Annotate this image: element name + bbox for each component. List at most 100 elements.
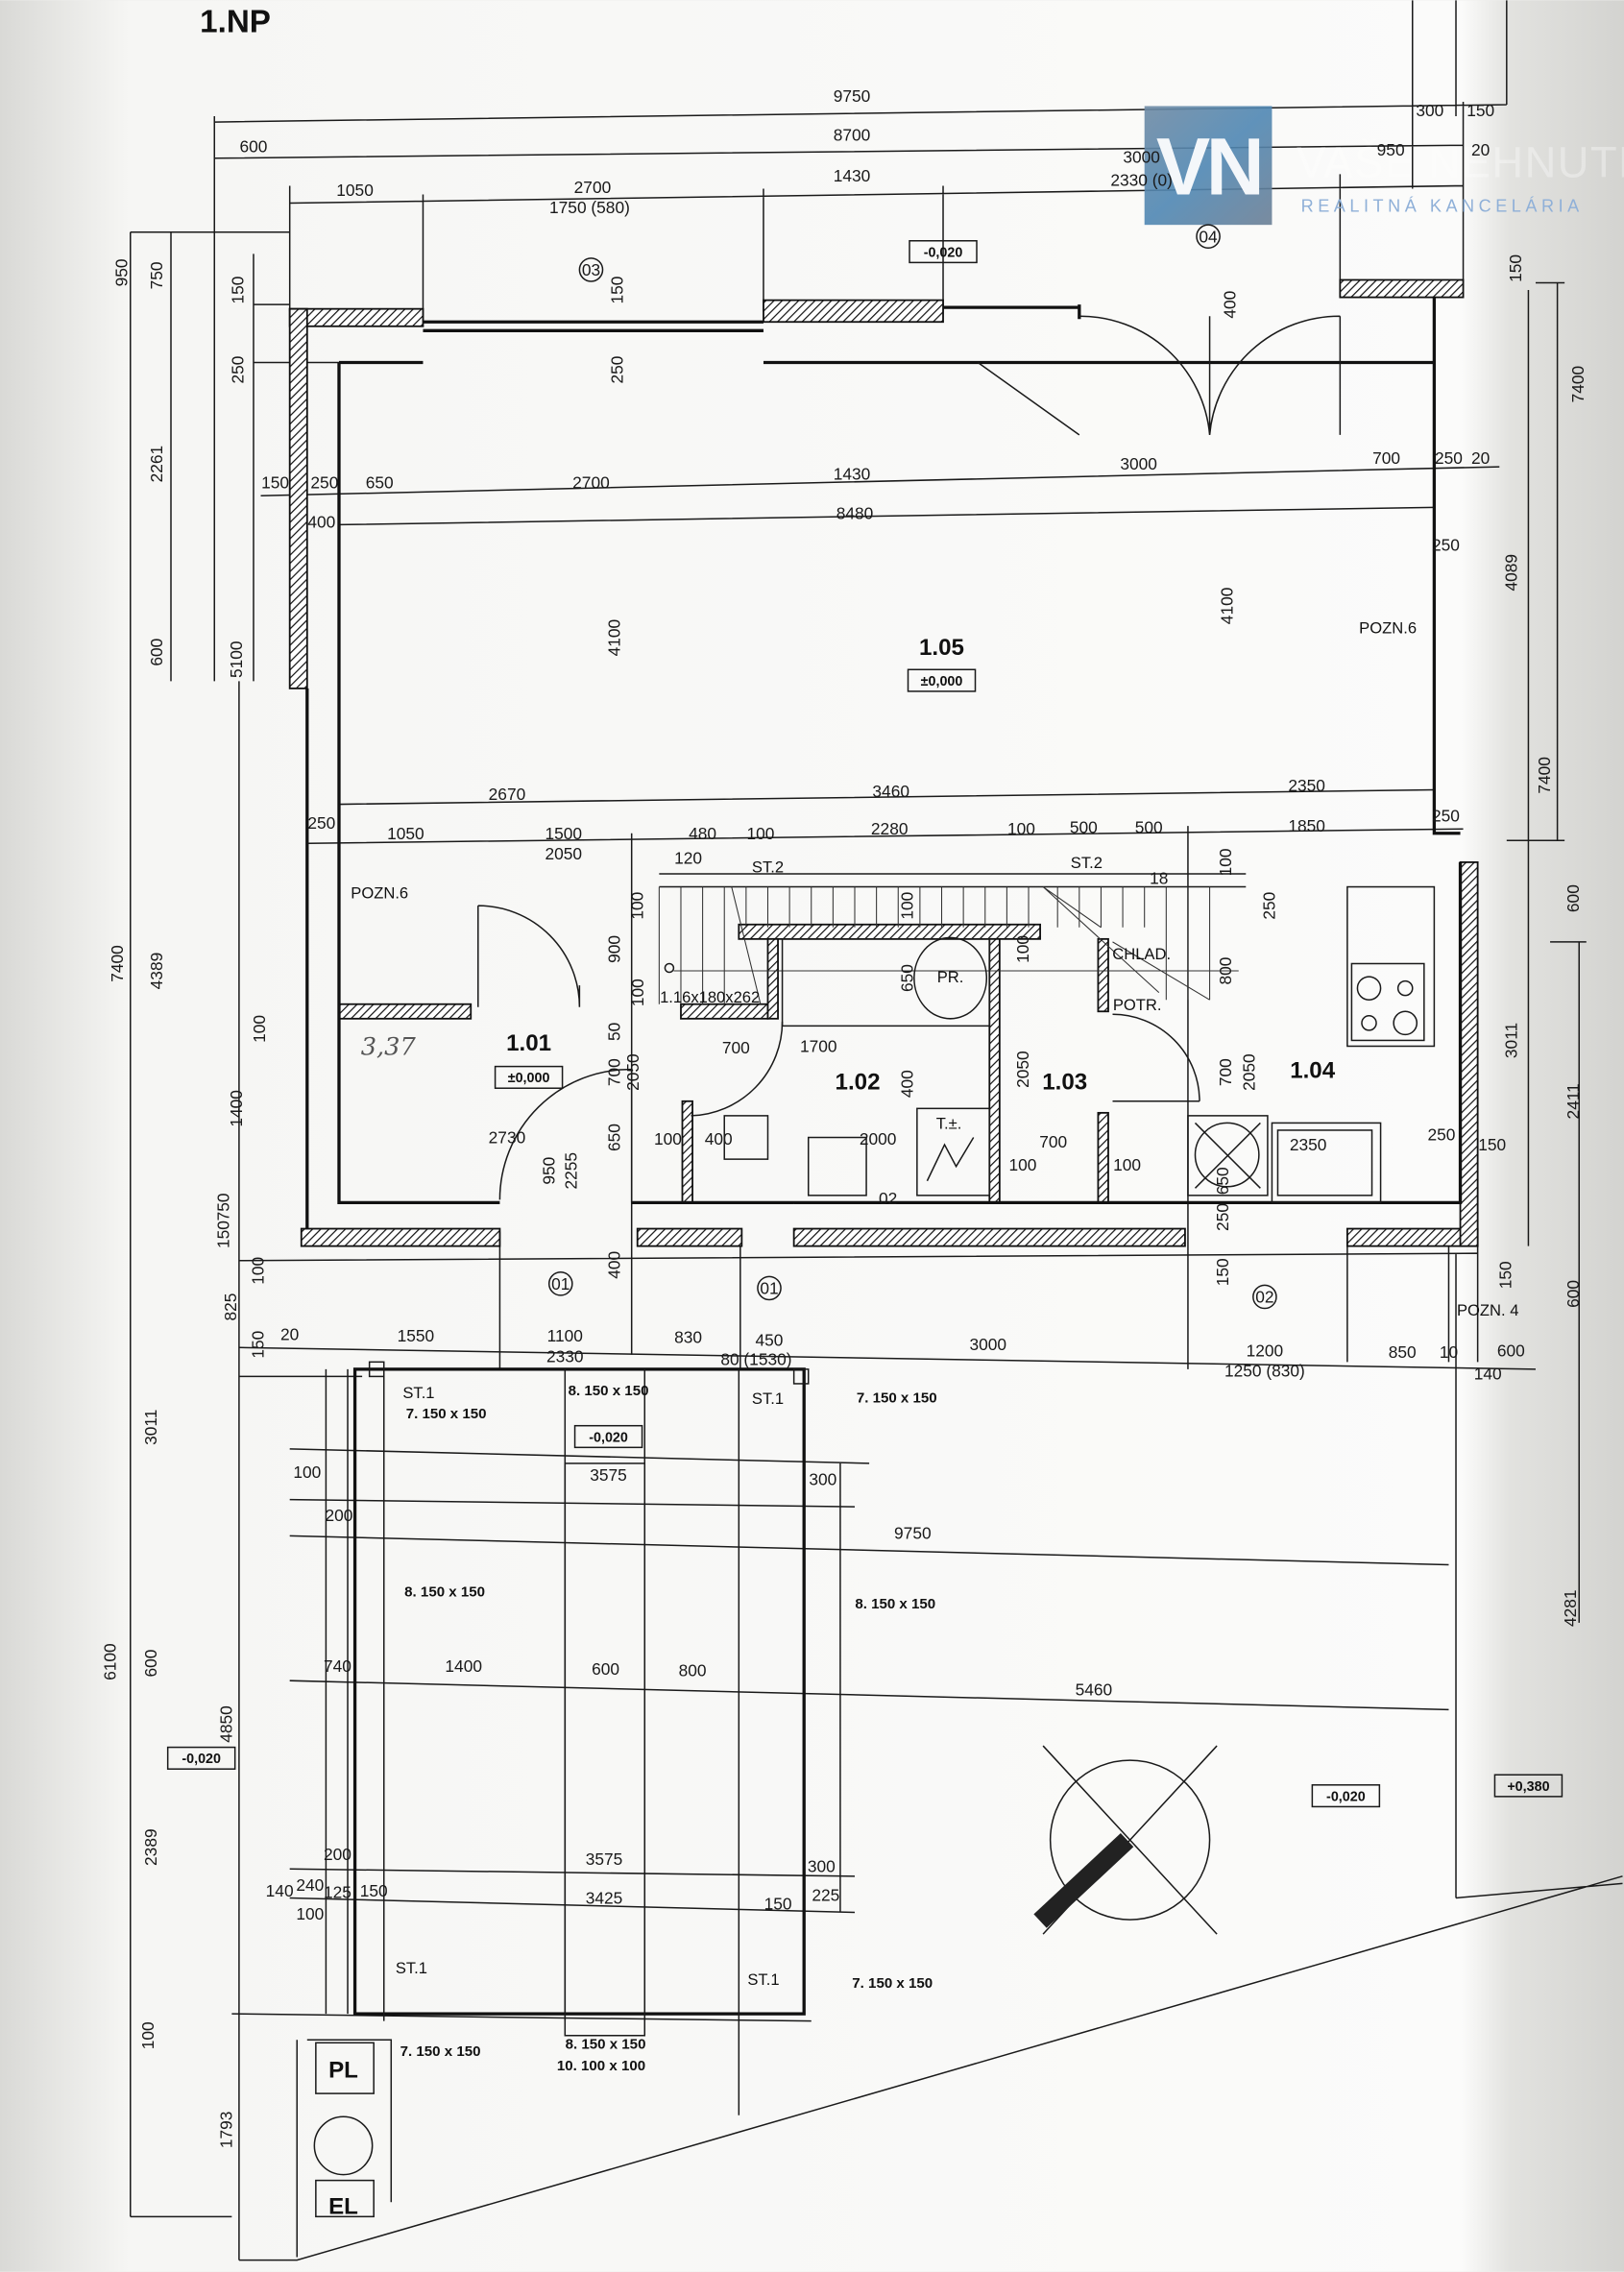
- dimension-label: 100: [1216, 848, 1235, 876]
- wall-wc-left: [988, 937, 1001, 1204]
- annotation: ST.1: [747, 1970, 779, 1989]
- dimension-label: 240: [296, 1875, 324, 1895]
- dimension-label: 2050: [545, 844, 583, 863]
- dimension-lines: [130, 0, 1587, 2260]
- level-box: [573, 1424, 643, 1449]
- dimension-label: 300: [808, 1856, 836, 1875]
- north-arrow-icon: [1033, 1745, 1218, 1935]
- dimension-label: 8480: [836, 503, 874, 522]
- dimension-label: 650: [897, 964, 916, 992]
- dimension-label: 1750 (580): [549, 198, 630, 217]
- wall-bath-lower: [681, 1100, 693, 1204]
- dimension-label: 1700: [800, 1037, 837, 1056]
- dimension-label: 150: [360, 1881, 388, 1900]
- dimension-label: 600: [1563, 1280, 1583, 1308]
- room-number: 1.03: [1042, 1070, 1087, 1096]
- dimension-label: 250: [1259, 892, 1278, 920]
- dimension-label: 950: [112, 258, 132, 286]
- annotation: 10. 100 x 100: [557, 2058, 645, 2074]
- dimension-label: 400: [897, 1070, 916, 1098]
- dimension-label: 100: [1007, 819, 1035, 838]
- annotation: 02: [879, 1189, 897, 1208]
- dimension-label: 250: [1432, 536, 1460, 555]
- annotation: 7. 150 x 150: [400, 2043, 481, 2060]
- dimension-label: 225: [812, 1885, 839, 1904]
- dimension-label: 1430: [834, 166, 871, 185]
- dimension-label: 250: [228, 356, 247, 384]
- agency-logo: VN VAŠE NEHNUTEĽNOSTI REALITNÁ KANCELÁRI…: [1144, 106, 1624, 226]
- wall-bottom-2: [636, 1227, 743, 1247]
- grid-marker: 01: [760, 1278, 778, 1297]
- annotation: 7. 150 x 150: [857, 1390, 937, 1407]
- dimension-label: 100: [293, 1462, 321, 1482]
- level-box: [1493, 1774, 1563, 1798]
- dimension-label: 20: [1471, 448, 1490, 468]
- dimension-label: 950: [1377, 140, 1405, 159]
- dimension-label: 650: [605, 1124, 624, 1151]
- dimension-label: 1050: [387, 824, 424, 843]
- dimension-label: 150: [261, 473, 289, 493]
- grid-marker-circle: [757, 1275, 782, 1301]
- annotation: POZN.6: [351, 884, 408, 903]
- annotation: ST.1: [396, 1959, 427, 1977]
- annotation: EL: [328, 2193, 358, 2219]
- dimension-label: 4100: [1218, 588, 1237, 625]
- dimension-label: 150: [1506, 254, 1525, 282]
- dimension-label: 300: [1416, 101, 1443, 120]
- dimension-label: 3000: [1120, 454, 1157, 473]
- dimension-label: 850: [1389, 1342, 1417, 1362]
- dimension-label: 1793: [216, 2112, 235, 2149]
- room-level: ±0,000: [921, 674, 963, 689]
- annotation: ST.1: [752, 1390, 784, 1408]
- dimension-label: 1050: [336, 181, 374, 200]
- dimension-label: 400: [1221, 291, 1240, 319]
- dimension-label: 100: [897, 892, 916, 920]
- dimension-label: 150: [608, 277, 627, 304]
- dimension-label: 450: [756, 1331, 784, 1350]
- dimension-label: 2389: [141, 1828, 160, 1866]
- dimension-label: 20: [280, 1325, 299, 1344]
- level-box: [166, 1746, 236, 1770]
- dimension-label: 1550: [398, 1326, 435, 1345]
- dimension-label: 7400: [1568, 366, 1588, 403]
- dimension-label: 2280: [871, 819, 909, 838]
- dimension-label: 3000: [1123, 147, 1160, 166]
- annotation: PR.: [937, 968, 964, 986]
- annotation: POTR.: [1113, 996, 1162, 1014]
- dimension-label: 100: [1113, 1155, 1141, 1174]
- dimension-label: 6100: [101, 1643, 120, 1680]
- annotation: POZN.6: [1359, 619, 1417, 638]
- logo-subtitle: REALITNÁ KANCELÁRIA: [1301, 197, 1584, 216]
- dimension-label: 1100: [547, 1326, 583, 1345]
- dimension-label: 2255: [561, 1152, 580, 1190]
- dimension-label: 600: [141, 1650, 160, 1678]
- grid-marker: 03: [582, 260, 600, 279]
- dimension-label: 150: [228, 277, 247, 304]
- wall-top-right: [1339, 278, 1465, 299]
- dimension-label: 700: [1039, 1132, 1067, 1151]
- elevation-level: +0,380: [1507, 1779, 1549, 1795]
- level-box: [909, 240, 978, 264]
- dimension-label: 1430: [834, 465, 871, 484]
- wall-right: [1459, 860, 1479, 1247]
- annotation: 8. 150 x 150: [855, 1596, 935, 1612]
- dimension-label: 250: [608, 356, 627, 384]
- dimension-label: 100: [628, 979, 647, 1006]
- dimension-label: 3011: [141, 1410, 160, 1445]
- dimension-label: 100: [654, 1129, 682, 1148]
- dimension-label: 2261: [147, 446, 166, 483]
- room-number: 1.05: [919, 635, 964, 661]
- wall-bath-top: [738, 923, 1041, 940]
- dimension-label: 4089: [1501, 554, 1520, 592]
- dimension-label: 250: [1213, 1203, 1232, 1231]
- wall-top-middle: [763, 299, 944, 324]
- dimension-label: 250: [307, 813, 335, 833]
- dimension-label: 700: [605, 1058, 624, 1086]
- dimension-label: 830: [674, 1328, 702, 1347]
- dimension-label: 700: [1216, 1058, 1235, 1086]
- elevation-level: -0,020: [924, 245, 963, 260]
- dimension-label: 1850: [1288, 816, 1325, 835]
